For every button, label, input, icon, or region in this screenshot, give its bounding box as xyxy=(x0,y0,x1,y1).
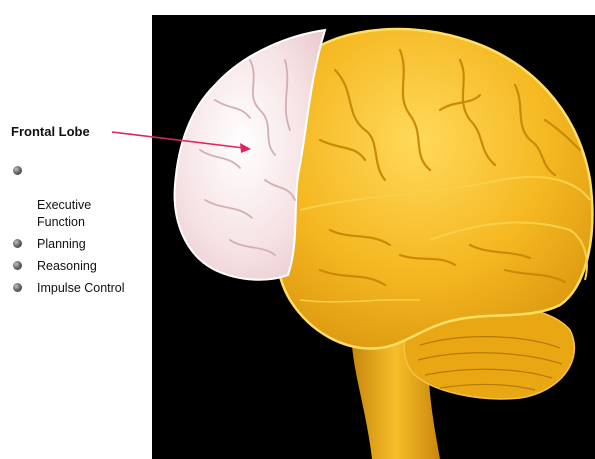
cerebrum xyxy=(275,29,592,348)
